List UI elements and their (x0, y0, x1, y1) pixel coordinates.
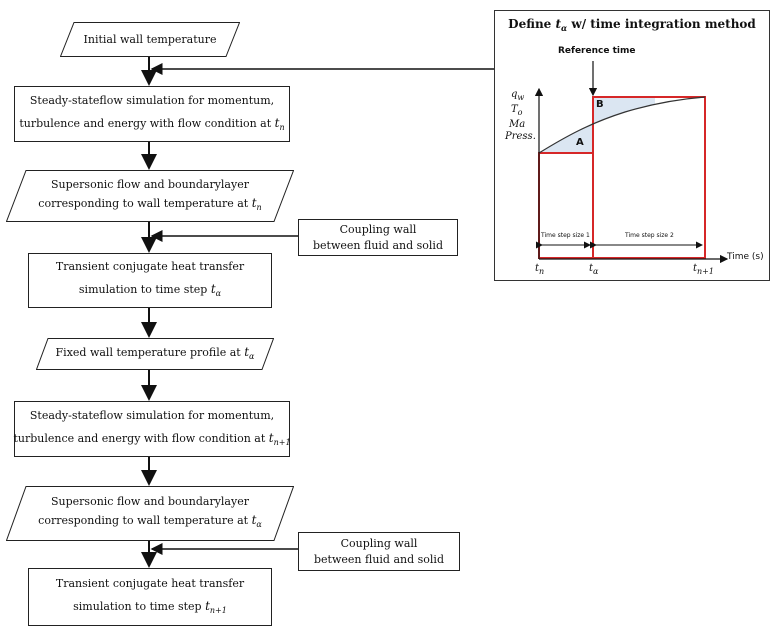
y-label-ma: Ma (509, 119, 526, 130)
step-7-sub: α (256, 520, 262, 529)
y-label-to: T (511, 104, 518, 115)
x-tick-tn-var: t (535, 263, 540, 274)
step-6-line-1: Steady-stateflow simulation for momentum… (29, 408, 275, 422)
step-6-sub: n+1 (273, 437, 291, 447)
area-a-label: A (576, 137, 584, 148)
area-a-fill (539, 124, 593, 153)
y-label-to-sub: o (517, 108, 523, 117)
step-transient-cht-talpha: Transient conjugate heat transfer simula… (28, 253, 272, 308)
x-tick-talpha: tα (589, 263, 598, 276)
step-4-line-2: simulation to time step (78, 283, 211, 296)
x-tick-tn-sub: n (539, 267, 545, 276)
step-size-2-label: Time step size 2 (625, 232, 674, 239)
y-label-press: Press. (505, 131, 536, 142)
step-3-sub: n (256, 202, 262, 212)
inset-title-suffix: w/ time integration method (567, 17, 756, 31)
x-tick-talpha-sub: α (593, 267, 599, 276)
inset-title-var: t (555, 17, 562, 31)
step-2-line-1: Steady-stateflow simulation for momentum… (29, 93, 275, 107)
step-7-var: t (251, 513, 257, 527)
step-box-1 (538, 152, 594, 259)
step-4-line-1: Transient conjugate heat transfer (55, 260, 245, 273)
step-steady-flow-tn: Steady-stateflow simulation for momentum… (14, 86, 290, 142)
step-8-sub: n+1 (209, 605, 227, 615)
coupling-wall-box-1: Coupling wall between fluid and solid (298, 219, 458, 256)
step-size-1-label: Time step size 1 (541, 232, 590, 239)
x-axis-label: Time (s) (727, 252, 764, 262)
property-curve (538, 96, 706, 154)
x-tick-tn1-var: t (693, 263, 698, 274)
y-label-qw: q (511, 89, 518, 100)
coupling-wall-box-2: Coupling wall between fluid and solid (298, 532, 460, 571)
x-tick-tn1-sub: n+1 (697, 267, 714, 276)
step-supersonic-flow-talpha: Supersonic flow and boundarylayer corres… (6, 486, 294, 541)
step-4-sub: α (215, 289, 222, 298)
time-integration-inset: Define tα w/ time integration method (494, 10, 770, 281)
step-8-line-1: Transient conjugate heat transfer (55, 576, 245, 590)
step-8-var: t (205, 598, 210, 613)
step-5-sub: α (249, 351, 255, 361)
coupling-2-line-2: between fluid and solid (314, 552, 444, 566)
area-b-label: B (596, 99, 604, 110)
coupling-2-line-1: Coupling wall (340, 536, 418, 550)
step-box-2 (592, 96, 706, 259)
step-3-var: t (251, 195, 257, 210)
step-5-line-1: Fixed wall temperature profile at (55, 345, 245, 359)
y-label-qw-sub: w (517, 93, 525, 102)
step-2-var: t (274, 115, 280, 130)
inset-title-sub: α (561, 23, 568, 33)
step-fixed-wall-temperature: Fixed wall temperature profile at tα (36, 338, 274, 370)
step-7-line-2: corresponding to wall temperature at (38, 514, 252, 527)
step-6-line-2: turbulence and energy with flow conditio… (13, 431, 269, 445)
inset-graph (534, 61, 729, 264)
step-2-line-2: turbulence and energy with flow conditio… (19, 116, 275, 130)
step-3-line-1: Supersonic flow and boundarylayer (51, 177, 249, 191)
step-initial-wall-temperature: Initial wall temperature (60, 22, 240, 57)
coupling-1-line-2: between fluid and solid (313, 238, 443, 252)
coupling-1-line-1: Coupling wall (339, 222, 417, 236)
inset-title-prefix: Define (508, 17, 556, 31)
step-3-line-2: corresponding to wall temperature at (38, 196, 252, 210)
step-8-line-2: simulation to time step (73, 599, 206, 613)
step-transient-cht-tn1: Transient conjugate heat transfer simula… (28, 568, 272, 626)
x-tick-talpha-var: t (589, 263, 594, 274)
step-6-var: t (268, 430, 274, 445)
x-tick-tn: tn (535, 263, 544, 276)
step-4-var: t (210, 282, 216, 296)
step-supersonic-flow-tn: Supersonic flow and boundarylayer corres… (6, 170, 294, 222)
step-1-line-1: Initial wall temperature (83, 32, 217, 46)
step-steady-flow-tn1: Steady-stateflow simulation for momentum… (13, 401, 291, 457)
step-5-var: t (244, 344, 250, 359)
reference-time-label: Reference time (558, 46, 636, 56)
step-2-sub: n (279, 122, 285, 132)
y-axis-label-stack: qw To Ma Press. (505, 89, 536, 143)
step-7-line-1: Supersonic flow and boundarylayer (51, 495, 249, 508)
x-tick-tn1: tn+1 (693, 263, 714, 276)
inset-title: Define tα w/ time integration method (495, 17, 769, 33)
